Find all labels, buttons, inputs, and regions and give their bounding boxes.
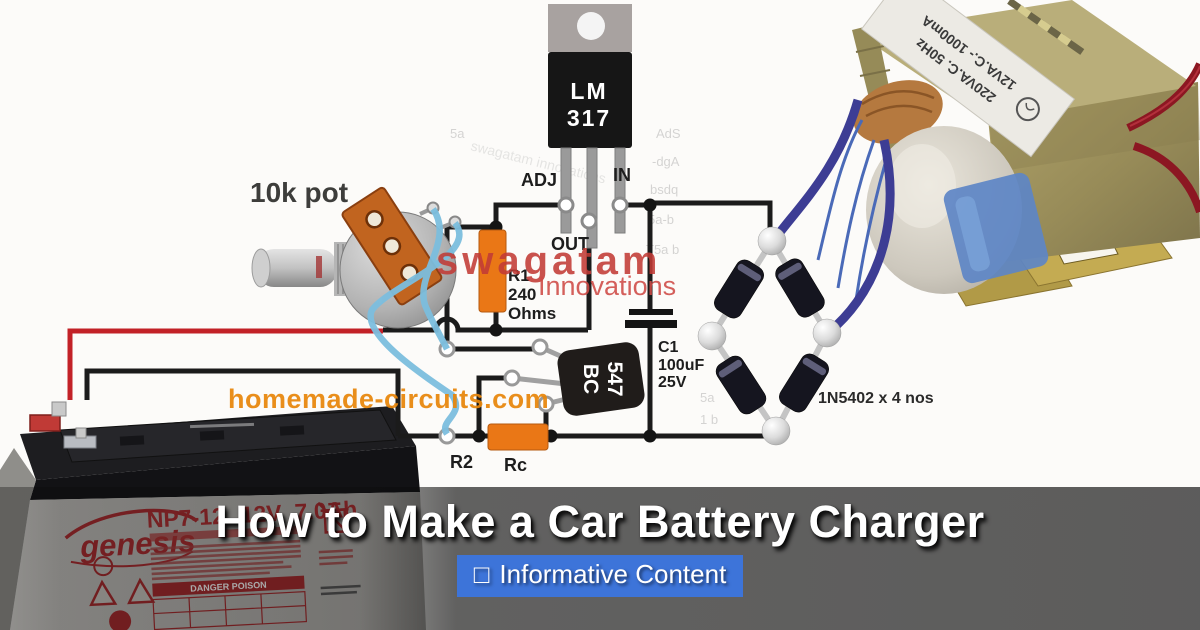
vent-cap (279, 425, 305, 436)
svg-text:bsdq: bsdq (650, 182, 678, 197)
lm317-marking-line1: LM (570, 78, 607, 104)
transformer-red-wires (1126, 62, 1200, 214)
svg-text:5a: 5a (700, 390, 715, 405)
c1-labels: C1 100uF 25V (658, 339, 704, 391)
r1-labels: R1 240 Ohms (508, 266, 556, 323)
wire-battery-positive (67, 328, 383, 400)
r2-label: R2 (450, 452, 473, 472)
transformer-face-shadow (988, 82, 1200, 172)
transformer-laminations (1007, 0, 1085, 55)
transformer-blue-tape (943, 172, 1049, 284)
wire-bc547-base (476, 375, 512, 436)
junction-dots (472, 198, 657, 443)
brand-watermark: swagatam (436, 239, 662, 283)
secondary-wires (770, 98, 895, 336)
pin-label-adj: ADJ (521, 170, 557, 190)
svg-text:5a: 5a (450, 126, 465, 141)
core-striations (855, 45, 899, 125)
svg-text:R1: R1 (508, 266, 530, 285)
bridge-diodes (714, 258, 829, 415)
site-watermark: homemade-circuits.com (228, 384, 550, 414)
lm317-mounting-hole (577, 12, 605, 40)
transformer-photo: 220VA.C. 50Hz 12VA.C.- 1000mA (816, 0, 1200, 307)
terminal-faston-tab (51, 401, 67, 417)
pin-label-in: IN (613, 165, 631, 185)
page-title: How to Make a Car Battery Charger (215, 496, 985, 547)
vent-cap (199, 430, 225, 441)
brand-watermark-sub: Innovations (538, 271, 677, 301)
pot-shaft-slot (316, 256, 322, 278)
magnet-wires (816, 119, 888, 301)
svg-text:100uF: 100uF (658, 357, 704, 374)
bc547-marking-line2: 547 (603, 361, 626, 396)
lm317-body (548, 52, 632, 148)
resistor-rc (487, 423, 549, 451)
svg-text:T5a b: T5a b (646, 242, 679, 257)
svg-text:AdS: AdS (656, 126, 681, 141)
resistor-r1 (478, 229, 507, 313)
diode-part-label: 1N5402 x 4 nos (818, 390, 934, 407)
terminal-bracket (75, 427, 87, 439)
label-logo-icon (1015, 97, 1040, 122)
title-overlay: How to Make a Car Battery Charger □ Info… (0, 487, 1200, 630)
battery-lid-front-band (30, 446, 420, 500)
transformer-label: 220VA.C. 50Hz 12VA.C.- 1000mA (860, 0, 1076, 158)
rc-label: Rc (504, 455, 527, 475)
vent-cap (119, 435, 145, 446)
capacitor-c1 (625, 309, 677, 328)
svg-text:C1: C1 (658, 339, 679, 356)
potentiometer-10k: 10k pot (250, 177, 462, 329)
pot-shaft-end (251, 248, 271, 288)
bridge-solder-balls (697, 226, 842, 446)
battery-positive-terminal (29, 414, 61, 432)
svg-text:-dgA: -dgA (652, 154, 680, 169)
ghost-marks: AdS -dgA bsdq 5a-b T5a b 5a 5a 1 b (450, 126, 718, 427)
svg-text:25V: 25V (658, 374, 687, 391)
lm317-pin-eyelets (557, 196, 629, 230)
svg-text:Ohms: Ohms (508, 304, 556, 323)
battery-lid-inner (59, 409, 397, 463)
diode-bridge: 1N5402 x 4 nos (697, 226, 934, 446)
pot-label: 10k pot (250, 177, 348, 208)
label-logo-glyph (1025, 102, 1035, 111)
lm317-legs (560, 147, 626, 249)
pin-label-out: OUT (551, 234, 589, 254)
wire-battery-negative (84, 368, 401, 436)
regulator-lm317: LM 317 ADJ IN OUT (521, 4, 632, 254)
lid-print (189, 422, 255, 429)
svg-text:5a-b: 5a-b (648, 212, 674, 227)
bc547-body (557, 342, 645, 416)
copper-texture (861, 90, 935, 118)
lm317-marking-line2: 317 (567, 105, 611, 131)
badge-label: Informative Content (499, 559, 727, 589)
pot-wires (367, 207, 463, 436)
bobbin-highlight (888, 144, 956, 228)
bc547-marking-line1: BC (579, 364, 602, 394)
content-type-badge[interactable]: □ Informative Content (456, 555, 744, 597)
svg-text:240: 240 (508, 285, 536, 304)
missing-glyph-icon: □ (473, 559, 490, 589)
svg-text:1 b: 1 b (700, 412, 718, 427)
